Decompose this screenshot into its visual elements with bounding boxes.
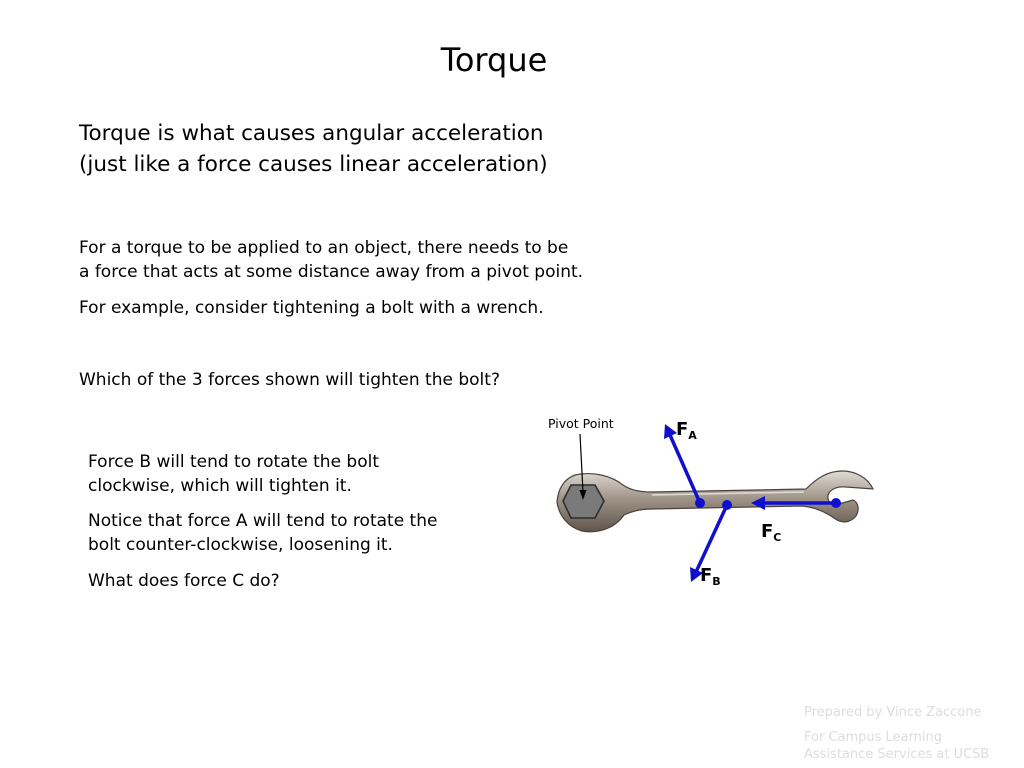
footer-org-line: For Campus Learning — [804, 730, 942, 745]
force-a-subscript: A — [688, 429, 697, 442]
footer-credit: Prepared by Vince Zaccone — [804, 705, 982, 720]
force-b-subscript: B — [712, 575, 720, 588]
force-a-label: FA — [676, 419, 697, 442]
bolt-icon — [562, 484, 605, 519]
question-force-c: What does force C do? — [88, 571, 280, 591]
force-symbol: F — [676, 419, 688, 440]
intro-line: (just like a force causes linear acceler… — [79, 152, 548, 177]
force-symbol: F — [761, 521, 773, 542]
answer-line: clockwise, which will tighten it. — [88, 476, 352, 496]
explanation-line: For a torque to be applied to an object,… — [79, 238, 569, 258]
force-c-arrow — [751, 496, 841, 510]
force-c-label: FC — [761, 521, 781, 544]
force-symbol: F — [700, 565, 712, 586]
answer-line: Notice that force A will tend to rotate … — [88, 511, 438, 531]
wrench-diagram: Pivot Point FA FB FC — [548, 416, 874, 588]
question-text: Which of the 3 forces shown will tighten… — [79, 370, 500, 390]
answer-force-b: Force B will tend to rotate the bolt clo… — [88, 450, 379, 498]
explanation-line: a force that acts at some distance away … — [79, 262, 584, 282]
footer-org-line: Assistance Services at UCSB — [804, 747, 990, 762]
slide-title: Torque — [440, 41, 548, 79]
answer-line: bolt counter-clockwise, loosening it. — [88, 535, 393, 555]
force-b-label: FB — [700, 565, 721, 588]
force-b-arrow — [690, 500, 732, 582]
intro-text: Torque is what causes angular accelerati… — [79, 118, 548, 180]
force-c-subscript: C — [773, 531, 781, 544]
pivot-point-label: Pivot Point — [548, 416, 614, 431]
pivot-pointer-icon — [579, 433, 587, 500]
force-a-arrow — [664, 424, 705, 508]
wrench-example-text: For example, consider tightening a bolt … — [79, 298, 544, 318]
wrench-icon — [556, 470, 874, 533]
answer-force-a: Notice that force A will tend to rotate … — [88, 509, 437, 557]
torque-explanation: For a torque to be applied to an object,… — [79, 236, 583, 284]
answer-line: Force B will tend to rotate the bolt — [88, 452, 380, 472]
intro-line: Torque is what causes angular accelerati… — [79, 121, 544, 146]
